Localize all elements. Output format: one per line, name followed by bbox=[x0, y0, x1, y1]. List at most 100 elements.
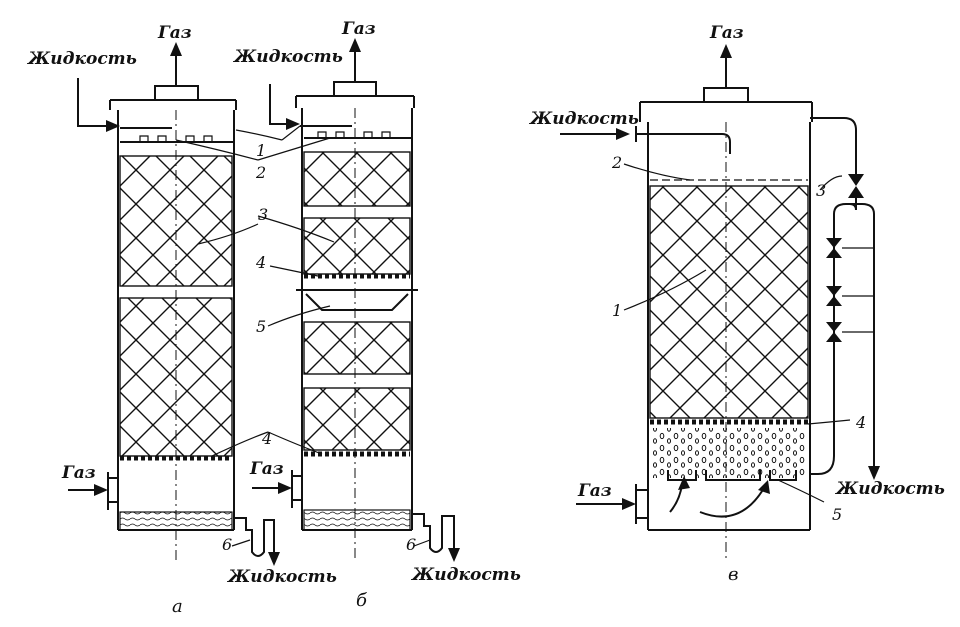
gas-in-label-c: Газ bbox=[577, 481, 612, 501]
column-c-top-cap bbox=[639, 101, 813, 122]
column-c-gas-distributor bbox=[667, 470, 797, 481]
column-b-packing-4 bbox=[303, 387, 411, 451]
leader-c1 bbox=[623, 269, 707, 311]
column-c-overflow-pipe bbox=[810, 117, 857, 174]
leader-3a bbox=[197, 223, 259, 245]
caption-b: б bbox=[356, 590, 368, 611]
column-b-top-nozzle bbox=[333, 81, 377, 96]
column-a-water-seal bbox=[234, 517, 275, 557]
column-a-top-nozzle bbox=[154, 85, 199, 100]
liquid-in-label-c: Жидкость bbox=[528, 109, 639, 129]
column-c-gas-out-arrowhead bbox=[720, 44, 732, 58]
callout-6-b: 6 bbox=[406, 535, 416, 554]
column-b bbox=[252, 38, 460, 562]
leader-6b bbox=[413, 539, 431, 547]
callout-5: 5 bbox=[256, 317, 266, 336]
column-a-walls bbox=[117, 110, 235, 530]
column-b-distributor bbox=[317, 131, 391, 138]
column-c-flow-arrow-2 bbox=[699, 487, 765, 518]
column-b-packing-3 bbox=[303, 321, 411, 375]
column-c-gas-inlet-nozzle bbox=[635, 484, 648, 524]
callout-3: 3 bbox=[258, 205, 268, 224]
column-c-liquid-in-arrowhead bbox=[616, 128, 630, 140]
liquid-out-label-a: Жидкость bbox=[226, 567, 337, 587]
leader-1a bbox=[235, 129, 283, 141]
gas-out-label-b: Газ bbox=[341, 19, 376, 39]
callout-c-1: 1 bbox=[612, 301, 622, 320]
column-c-flow-arrowhead-2 bbox=[758, 480, 770, 494]
column-b-water-seal bbox=[412, 513, 455, 553]
leader-c5 bbox=[777, 479, 825, 503]
column-c-valve-2 bbox=[826, 286, 842, 306]
column-b-redistributor-cone bbox=[305, 293, 409, 311]
column-b-top-cap bbox=[295, 95, 415, 108]
caption-c: в bbox=[728, 564, 738, 585]
gas-in-label-a: Газ bbox=[61, 463, 96, 483]
column-c-top-nozzle bbox=[703, 87, 749, 102]
gas-in-label-b: Газ bbox=[249, 459, 284, 479]
leader-c4 bbox=[807, 419, 851, 425]
gas-out-label-a: Газ bbox=[157, 23, 192, 43]
column-b-liquid-out-arrowhead bbox=[448, 548, 460, 562]
leader-c2 bbox=[623, 163, 691, 181]
leader-6a bbox=[231, 539, 251, 547]
callout-6-a: 6 bbox=[222, 535, 232, 554]
leader-2b bbox=[257, 137, 331, 161]
column-c-cross-pipes bbox=[842, 247, 874, 333]
leader-4-upper bbox=[269, 265, 319, 277]
liquid-in-label-b: Жидкость bbox=[232, 47, 343, 67]
text-labels: Газ Газ Газ Жидкость Жидкость Жидкость Г… bbox=[26, 19, 945, 617]
callout-c-5: 5 bbox=[832, 505, 842, 524]
column-c-valve-top bbox=[848, 174, 864, 198]
column-a-distributor bbox=[139, 135, 213, 142]
callout-4-lower: 4 bbox=[261, 429, 272, 448]
column-c-return-pipe bbox=[810, 214, 835, 475]
column-b-liquid-inlet-pipe bbox=[269, 84, 290, 125]
column-a-liquid-out-arrowhead bbox=[268, 552, 280, 566]
column-c-packing bbox=[649, 185, 809, 419]
column-c-gas-in-arrowhead bbox=[622, 498, 636, 510]
callout-c-3: 3 bbox=[816, 181, 826, 200]
column-c-inlet-pipe bbox=[635, 126, 731, 154]
leader-3b bbox=[257, 215, 335, 243]
callout-c-4: 4 bbox=[855, 413, 866, 432]
column-a-liquid-inlet-arrowhead bbox=[106, 120, 120, 132]
column-b-packing-2 bbox=[303, 217, 411, 275]
callout-c-2: 2 bbox=[611, 153, 622, 172]
liquid-out-label-c: Жидкость bbox=[834, 479, 945, 499]
column-b-gas-in-arrowhead bbox=[278, 482, 292, 494]
leader-5 bbox=[267, 305, 331, 327]
column-c-flow-arrowhead-1 bbox=[678, 476, 690, 490]
column-c-liquid-out-arrowhead bbox=[868, 466, 880, 480]
column-c-valve-3 bbox=[826, 322, 842, 342]
liquid-out-label-b: Жидкость bbox=[410, 565, 521, 585]
leader-lines bbox=[175, 125, 851, 547]
column-c-bypass-loop bbox=[833, 203, 875, 456]
leader-2a bbox=[175, 139, 259, 161]
gas-out-label-c: Газ bbox=[709, 23, 744, 43]
column-b-walls bbox=[301, 108, 413, 530]
liquid-in-label-a: Жидкость bbox=[26, 49, 137, 69]
leader-1b bbox=[281, 125, 301, 141]
column-c bbox=[560, 44, 880, 560]
column-c-valve-1 bbox=[826, 238, 842, 258]
column-a-liquid-inlet-pipe bbox=[77, 78, 110, 127]
callout-2: 2 bbox=[255, 163, 266, 182]
leader-4b bbox=[267, 431, 323, 455]
column-a-gas-out-arrowhead bbox=[170, 42, 182, 56]
column-a bbox=[68, 42, 280, 566]
column-b-gas-inlet-nozzle bbox=[291, 470, 302, 508]
column-b-liquid-inlet-arrowhead bbox=[286, 118, 300, 130]
column-b-packing-1 bbox=[303, 151, 411, 207]
column-b-sump-liquid bbox=[303, 509, 411, 531]
column-c-bubble-zone bbox=[652, 428, 806, 478]
column-c-walls bbox=[647, 122, 811, 530]
column-b-gas-out-arrowhead bbox=[349, 38, 361, 52]
caption-a: а bbox=[172, 596, 183, 617]
callout-4-upper: 4 bbox=[255, 253, 266, 272]
column-a-top-cap bbox=[109, 99, 237, 110]
column-a-gas-in-arrowhead bbox=[94, 484, 108, 496]
leader-4a bbox=[211, 431, 269, 457]
